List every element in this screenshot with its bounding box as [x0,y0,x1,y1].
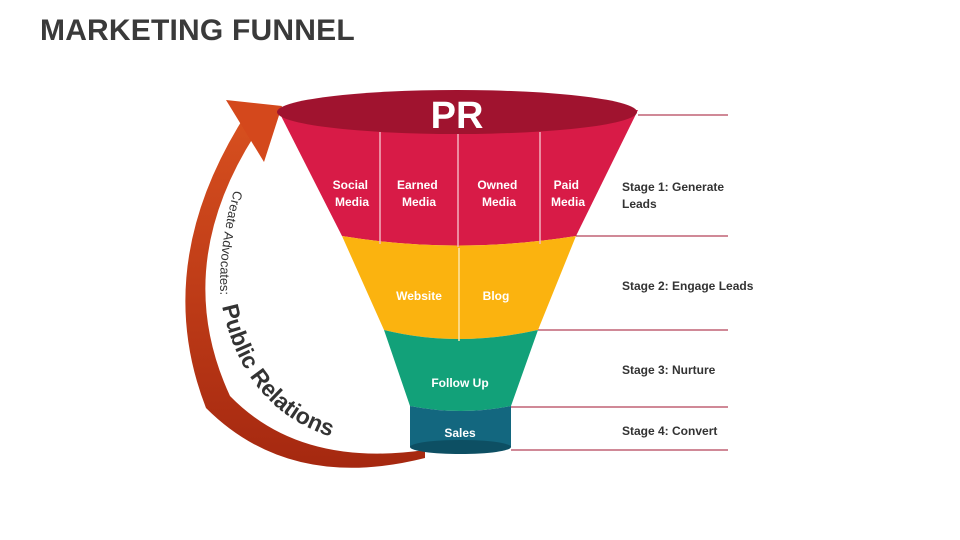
segment-social-media: Social Media [333,178,372,209]
stage4-base [410,440,511,454]
stage-2-label: Stage 2: Engage Leads [622,279,754,293]
arc-small-text: Create Advocates: [217,189,245,295]
funnel-top-label: PR [431,95,484,137]
stage-3-label: Stage 3: Nurture [622,363,716,377]
stage3-band [384,330,538,411]
stage4-cylinder [410,406,511,452]
funnel-rim [277,90,637,134]
segment-blog: Blog [483,289,510,303]
segment-sales: Sales [444,426,476,440]
segment-paid-media: Paid Media [551,178,585,209]
segment-follow-up: Follow Up [431,376,488,390]
stage-1-label: Stage 1: Generate Leads [622,180,727,211]
segment-website: Website [396,289,442,303]
segment-owned-media: Owned Media [477,178,520,209]
stage-4-label: Stage 4: Convert [622,424,717,438]
arrow-head [226,100,282,162]
segment-earned-media: Earned Media [397,178,441,209]
page-title: MARKETING FUNNEL [40,14,355,47]
